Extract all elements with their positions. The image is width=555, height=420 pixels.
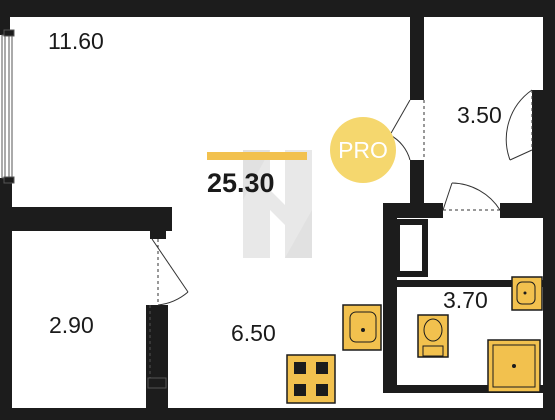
window-icon [1, 29, 15, 184]
stove-icon [286, 354, 336, 404]
sink-icon [342, 304, 382, 351]
toilet-icon [417, 314, 449, 358]
room-area-bathroom: 3.70 [443, 287, 488, 313]
room-area-main: 11.60 [48, 28, 104, 54]
total-area: 25.30 [207, 168, 275, 198]
room-area-left: 2.90 [49, 312, 94, 338]
room-area-closet: 3.50 [457, 102, 502, 128]
watermark-logo-icon [243, 150, 312, 258]
window-icon [147, 305, 167, 389]
pro-badge: PRO [330, 117, 396, 183]
pro-badge-label: PRO [338, 137, 388, 163]
total-accent-bar [207, 152, 307, 160]
room-area-hall: 6.50 [231, 320, 276, 346]
shower-tray-icon [487, 339, 541, 393]
sink-icon [511, 276, 543, 311]
door-swing-icon [151, 89, 533, 306]
